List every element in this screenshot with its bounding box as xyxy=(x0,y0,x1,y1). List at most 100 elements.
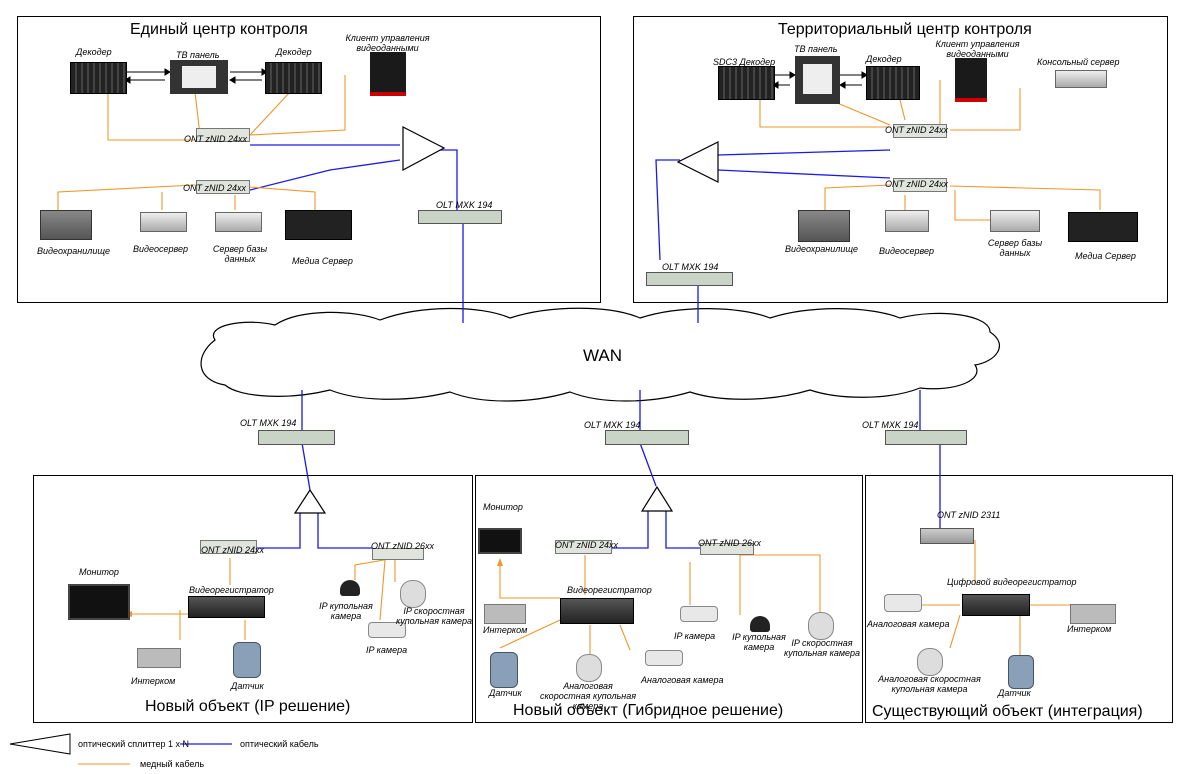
decoder-terr-icon xyxy=(866,66,920,100)
analog-ptz-hybrid-icon xyxy=(576,654,602,682)
intercom-existing-icon xyxy=(1070,604,1116,624)
storage-unified-icon xyxy=(40,210,92,240)
label-intercom-ip: Интерком xyxy=(131,676,176,686)
label-ont2311: ONT zNID 2311 xyxy=(937,510,1001,520)
splitter-ip xyxy=(293,488,327,514)
label-ont-unified-1: ONT zNID 24xx xyxy=(184,134,248,144)
hybrid-site-title: Новый объект (Гибридное решение) xyxy=(513,702,784,719)
olt-hybrid-icon xyxy=(605,430,689,445)
label-tv-panel: ТВ панель xyxy=(176,50,220,60)
dbserver-terr-icon xyxy=(990,210,1040,232)
unified-center-title: Единый центр контроля xyxy=(130,21,308,38)
videoserver-terr-icon xyxy=(885,210,929,232)
mediaserver-terr-icon xyxy=(1068,212,1138,242)
label-ip-cam-hybrid: IP камера xyxy=(674,631,716,641)
tv-panel-terr-icon xyxy=(795,56,840,104)
label-ont-terr-2: ONT zNID 24xx xyxy=(885,179,949,189)
tv-panel-icon xyxy=(170,60,228,94)
olt-terr-icon xyxy=(646,272,733,286)
label-ip-ptz: IP скоростная купольная камера xyxy=(395,606,473,626)
sensor-existing-icon xyxy=(1008,655,1034,689)
label-storage-unified: Видеохранилище xyxy=(37,246,111,256)
label-ont-unified-2: ONT zNID 24xx xyxy=(183,183,247,193)
label-ont26-hybrid: ONT zNID 26xx xyxy=(698,538,762,548)
splitter-hybrid xyxy=(640,485,674,512)
legend-optical-label: оптический кабель xyxy=(240,739,319,749)
label-client: Клиент управления видеоданными xyxy=(345,33,430,53)
wan-label: WAN xyxy=(583,346,623,365)
ip-dome-hybrid-icon xyxy=(750,616,770,632)
decoder-right-icon xyxy=(265,62,322,94)
analog-cam-existing-icon xyxy=(884,594,922,612)
label-analog-ptz-hybrid: Аналоговая скоростная купольная камера xyxy=(539,681,637,711)
analog-cam-hybrid-icon xyxy=(645,650,683,666)
label-monitor-hybrid: Монитор xyxy=(483,502,523,512)
splitter-unified xyxy=(402,126,446,172)
label-olt-terr: OLT MXK 194 xyxy=(662,262,719,272)
legend-splitter-icon xyxy=(9,733,71,755)
label-olt-hybrid: OLT MXK 194 xyxy=(584,420,641,430)
intercom-ip-icon xyxy=(137,648,181,668)
console-server-icon xyxy=(1055,70,1107,88)
ont2311-icon xyxy=(920,528,974,544)
label-ip-cam: IP камера xyxy=(366,645,408,655)
client-pc-icon xyxy=(370,52,406,96)
label-sensor-existing: Датчик xyxy=(998,688,1031,698)
sensor-hybrid-icon xyxy=(490,652,518,688)
label-dbserver-unified: Сервер базы данных xyxy=(212,244,268,264)
label-sensor-ip: Датчик xyxy=(231,681,264,691)
label-dvr-existing: Цифровой видеорегистратор xyxy=(947,577,1077,587)
ont26-ip-icon xyxy=(372,548,424,560)
olt-unified-icon xyxy=(418,210,502,224)
ip-dome-icon xyxy=(340,580,360,596)
label-sensor-hybrid: Датчик xyxy=(489,688,522,698)
label-nvr-ip: Видеорегистратор xyxy=(189,585,274,595)
splitter-territorial xyxy=(676,141,719,183)
label-client-terr: Клиент управления видеоданными xyxy=(935,39,1020,59)
decoder-left-icon xyxy=(70,62,127,94)
label-mediaserver-unified: Медиа Сервер xyxy=(292,256,353,266)
nvr-hybrid-icon xyxy=(560,598,634,624)
ont-terr-2-icon xyxy=(893,178,947,192)
ont26-hybrid-icon xyxy=(700,543,754,555)
ont-unified-2-icon xyxy=(196,180,250,194)
label-ont-terr-1: ONT zNID 24xx xyxy=(885,125,949,135)
monitor-ip-icon xyxy=(68,584,130,620)
label-mediaserver-terr: Медиа Сервер xyxy=(1075,251,1136,261)
ip-ptz-icon xyxy=(400,580,426,608)
client-pc-terr-icon xyxy=(955,58,987,102)
sensor-ip-icon xyxy=(233,642,261,678)
legend-splitter-label: оптический сплиттер 1 x N xyxy=(78,739,190,749)
dvr-existing-icon xyxy=(962,594,1030,616)
label-dbserver-terr: Сервер базы данных xyxy=(987,238,1043,258)
ip-site-title: Новый объект (IP решение) xyxy=(145,698,351,715)
olt-ip-icon xyxy=(258,430,335,445)
legend-copper-label: медный кабель xyxy=(140,759,205,769)
videoserver-unified-icon xyxy=(140,212,187,232)
dbserver-unified-icon xyxy=(215,212,262,232)
label-olt-existing: OLT MXK 194 xyxy=(862,420,919,430)
label-analog-cam-hybrid: Аналоговая камера xyxy=(641,675,724,685)
nvr-ip-icon xyxy=(188,596,265,618)
label-decoder-terr: Декодер xyxy=(866,54,902,64)
ont24-hybrid-icon xyxy=(555,540,612,554)
ip-cam-icon xyxy=(368,622,406,638)
label-storage-terr: Видеохранилище xyxy=(785,244,859,254)
label-decoder-sdc3: SDC3 Декодер xyxy=(713,57,776,67)
label-ont24-hybrid: ONT zNID 24xx xyxy=(555,540,619,550)
label-decoder-right: Декодер xyxy=(276,47,312,57)
label-intercom-existing: Интерком xyxy=(1067,624,1112,634)
label-intercom-hybrid: Интерком xyxy=(483,625,528,635)
label-ont26-ip: ONT zNID 26xx xyxy=(371,541,435,551)
existing-site-title: Существующий объект (интеграция) xyxy=(872,703,1143,720)
label-olt-unified: OLT MXK 194 xyxy=(436,200,493,210)
label-ip-dome: IP купольная камера xyxy=(319,601,373,621)
ip-cam-hybrid-icon xyxy=(680,606,718,622)
label-console-server: Консольный сервер xyxy=(1037,57,1120,67)
decoder-sdc3-icon xyxy=(718,66,775,100)
analog-ptz-existing-icon xyxy=(917,648,943,676)
territorial-center-title: Территориальный центр контроля xyxy=(778,21,1032,38)
label-analog-cam-existing: Аналоговая камера xyxy=(867,619,950,629)
label-olt-ip: OLT MXK 194 xyxy=(240,418,297,428)
